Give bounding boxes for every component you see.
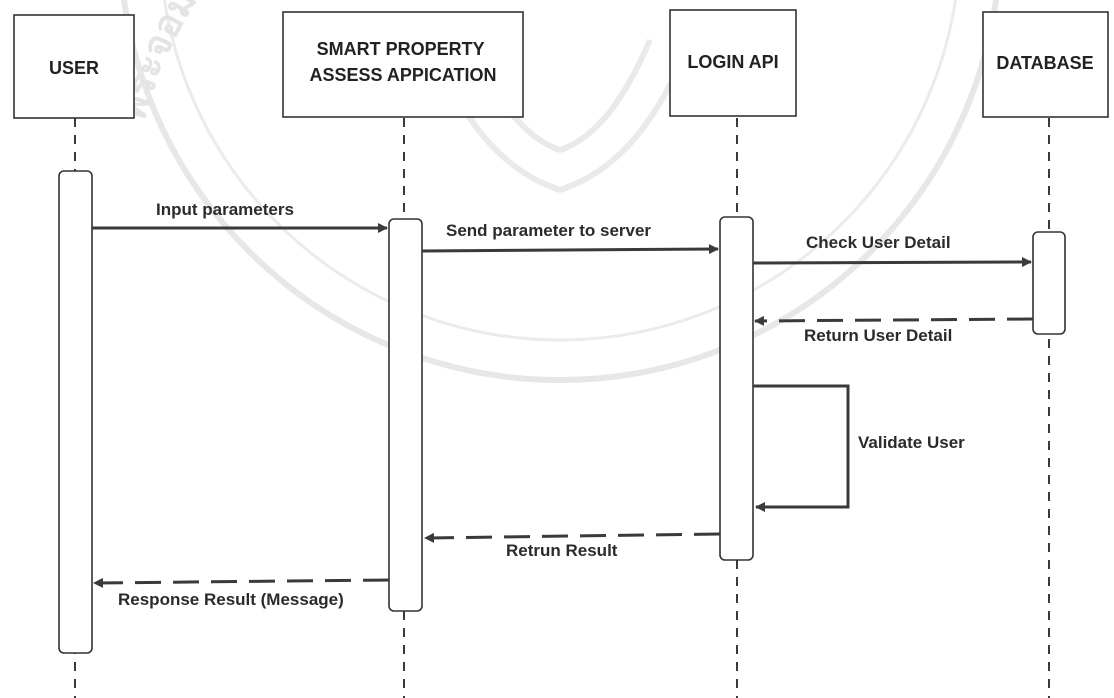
participant-label-line-2: ASSESS APPICATION xyxy=(309,65,496,85)
participant-smart-property-app: SMART PROPERTY ASSESS APPICATION xyxy=(283,12,523,117)
message-arrow xyxy=(425,534,720,538)
participant-user: USER xyxy=(14,15,134,118)
self-message-arrow xyxy=(753,386,848,507)
message-retrun-result: Retrun Result xyxy=(425,534,720,560)
svg-text:DATABASE: DATABASE xyxy=(996,53,1093,73)
message-validate-user: Validate User xyxy=(753,386,965,507)
message-response-result: Response Result (Message) xyxy=(94,580,389,609)
participant-label-line-1: SMART PROPERTY xyxy=(317,39,485,59)
message-label: Return User Detail xyxy=(804,326,952,345)
seal-inner-ring xyxy=(160,0,960,340)
message-label: Send parameter to server xyxy=(446,221,651,240)
message-arrow xyxy=(94,580,389,583)
participant-label: DATABASE xyxy=(996,53,1093,73)
participant-label: LOGIN API xyxy=(687,52,778,72)
message-arrow xyxy=(422,249,718,251)
participant-label: USER xyxy=(49,58,99,78)
message-label: Response Result (Message) xyxy=(118,590,344,609)
message-label: Validate User xyxy=(858,433,965,452)
activation-app xyxy=(389,219,422,611)
message-check-user-detail: Check User Detail xyxy=(753,233,1031,263)
message-arrow xyxy=(755,319,1033,321)
message-label: Input parameters xyxy=(156,200,294,219)
activation-database xyxy=(1033,232,1065,334)
activation-user xyxy=(59,171,92,653)
message-send-parameter: Send parameter to server xyxy=(422,221,718,251)
message-arrow xyxy=(753,262,1031,263)
participant-database: DATABASE xyxy=(983,12,1108,117)
university-seal-watermark: พระจอมเกล้าเจ้าคุณทหารลาดกระบัง xyxy=(110,0,1000,380)
svg-text:USER: USER xyxy=(49,58,99,78)
activation-login-api xyxy=(720,217,753,560)
svg-text:LOGIN API: LOGIN API xyxy=(687,52,778,72)
message-return-user-detail: Return User Detail xyxy=(755,319,1033,345)
participant-login-api: LOGIN API xyxy=(670,10,796,116)
message-label: Check User Detail xyxy=(806,233,951,252)
message-label: Retrun Result xyxy=(506,541,618,560)
message-input-parameters: Input parameters xyxy=(92,200,387,228)
